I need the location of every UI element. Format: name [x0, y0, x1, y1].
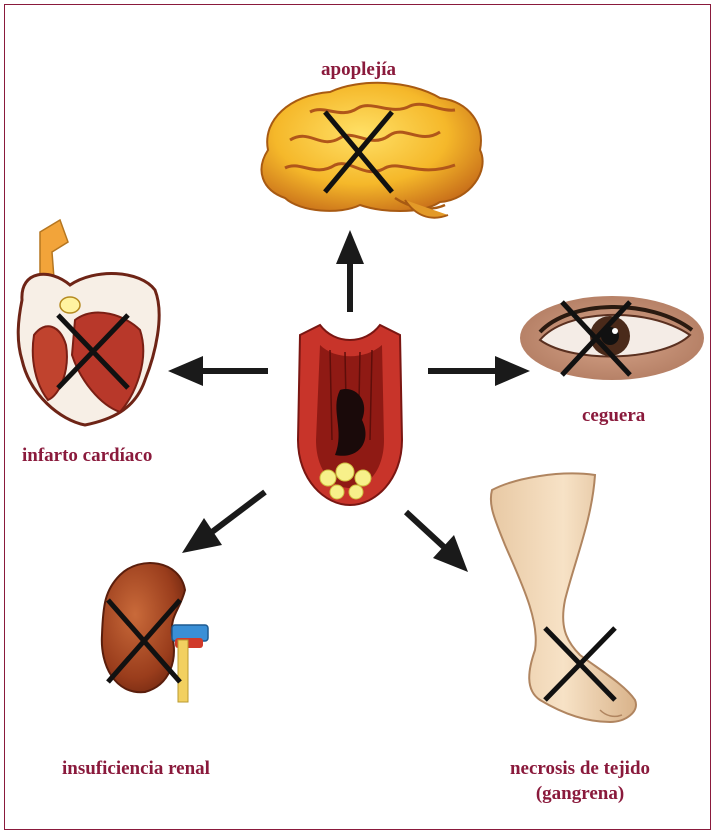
arrow-right-icon	[428, 356, 530, 386]
label-blindness: ceguera	[582, 404, 645, 429]
label-kidney-failure: insuficiencia renal	[62, 757, 210, 782]
label-stroke: apoplejía	[0, 58, 717, 83]
eye-icon	[520, 296, 704, 380]
label-necrosis-line1: necrosis de tejido	[470, 757, 690, 782]
heart-icon	[18, 220, 159, 425]
arrow-left-icon	[168, 356, 268, 386]
artery-icon	[298, 325, 402, 505]
label-necrosis-line2: (gangrena)	[470, 782, 690, 807]
label-necrosis: necrosis de tejido (gangrena)	[470, 757, 690, 806]
brain-icon	[262, 83, 483, 218]
arrow-down-left-icon	[182, 492, 265, 553]
foot-icon	[491, 473, 636, 722]
arrow-up-icon	[336, 230, 364, 312]
arrow-down-right-icon	[406, 512, 468, 572]
label-heart-attack: infarto cardíaco	[22, 444, 152, 469]
kidney-icon	[102, 563, 208, 702]
